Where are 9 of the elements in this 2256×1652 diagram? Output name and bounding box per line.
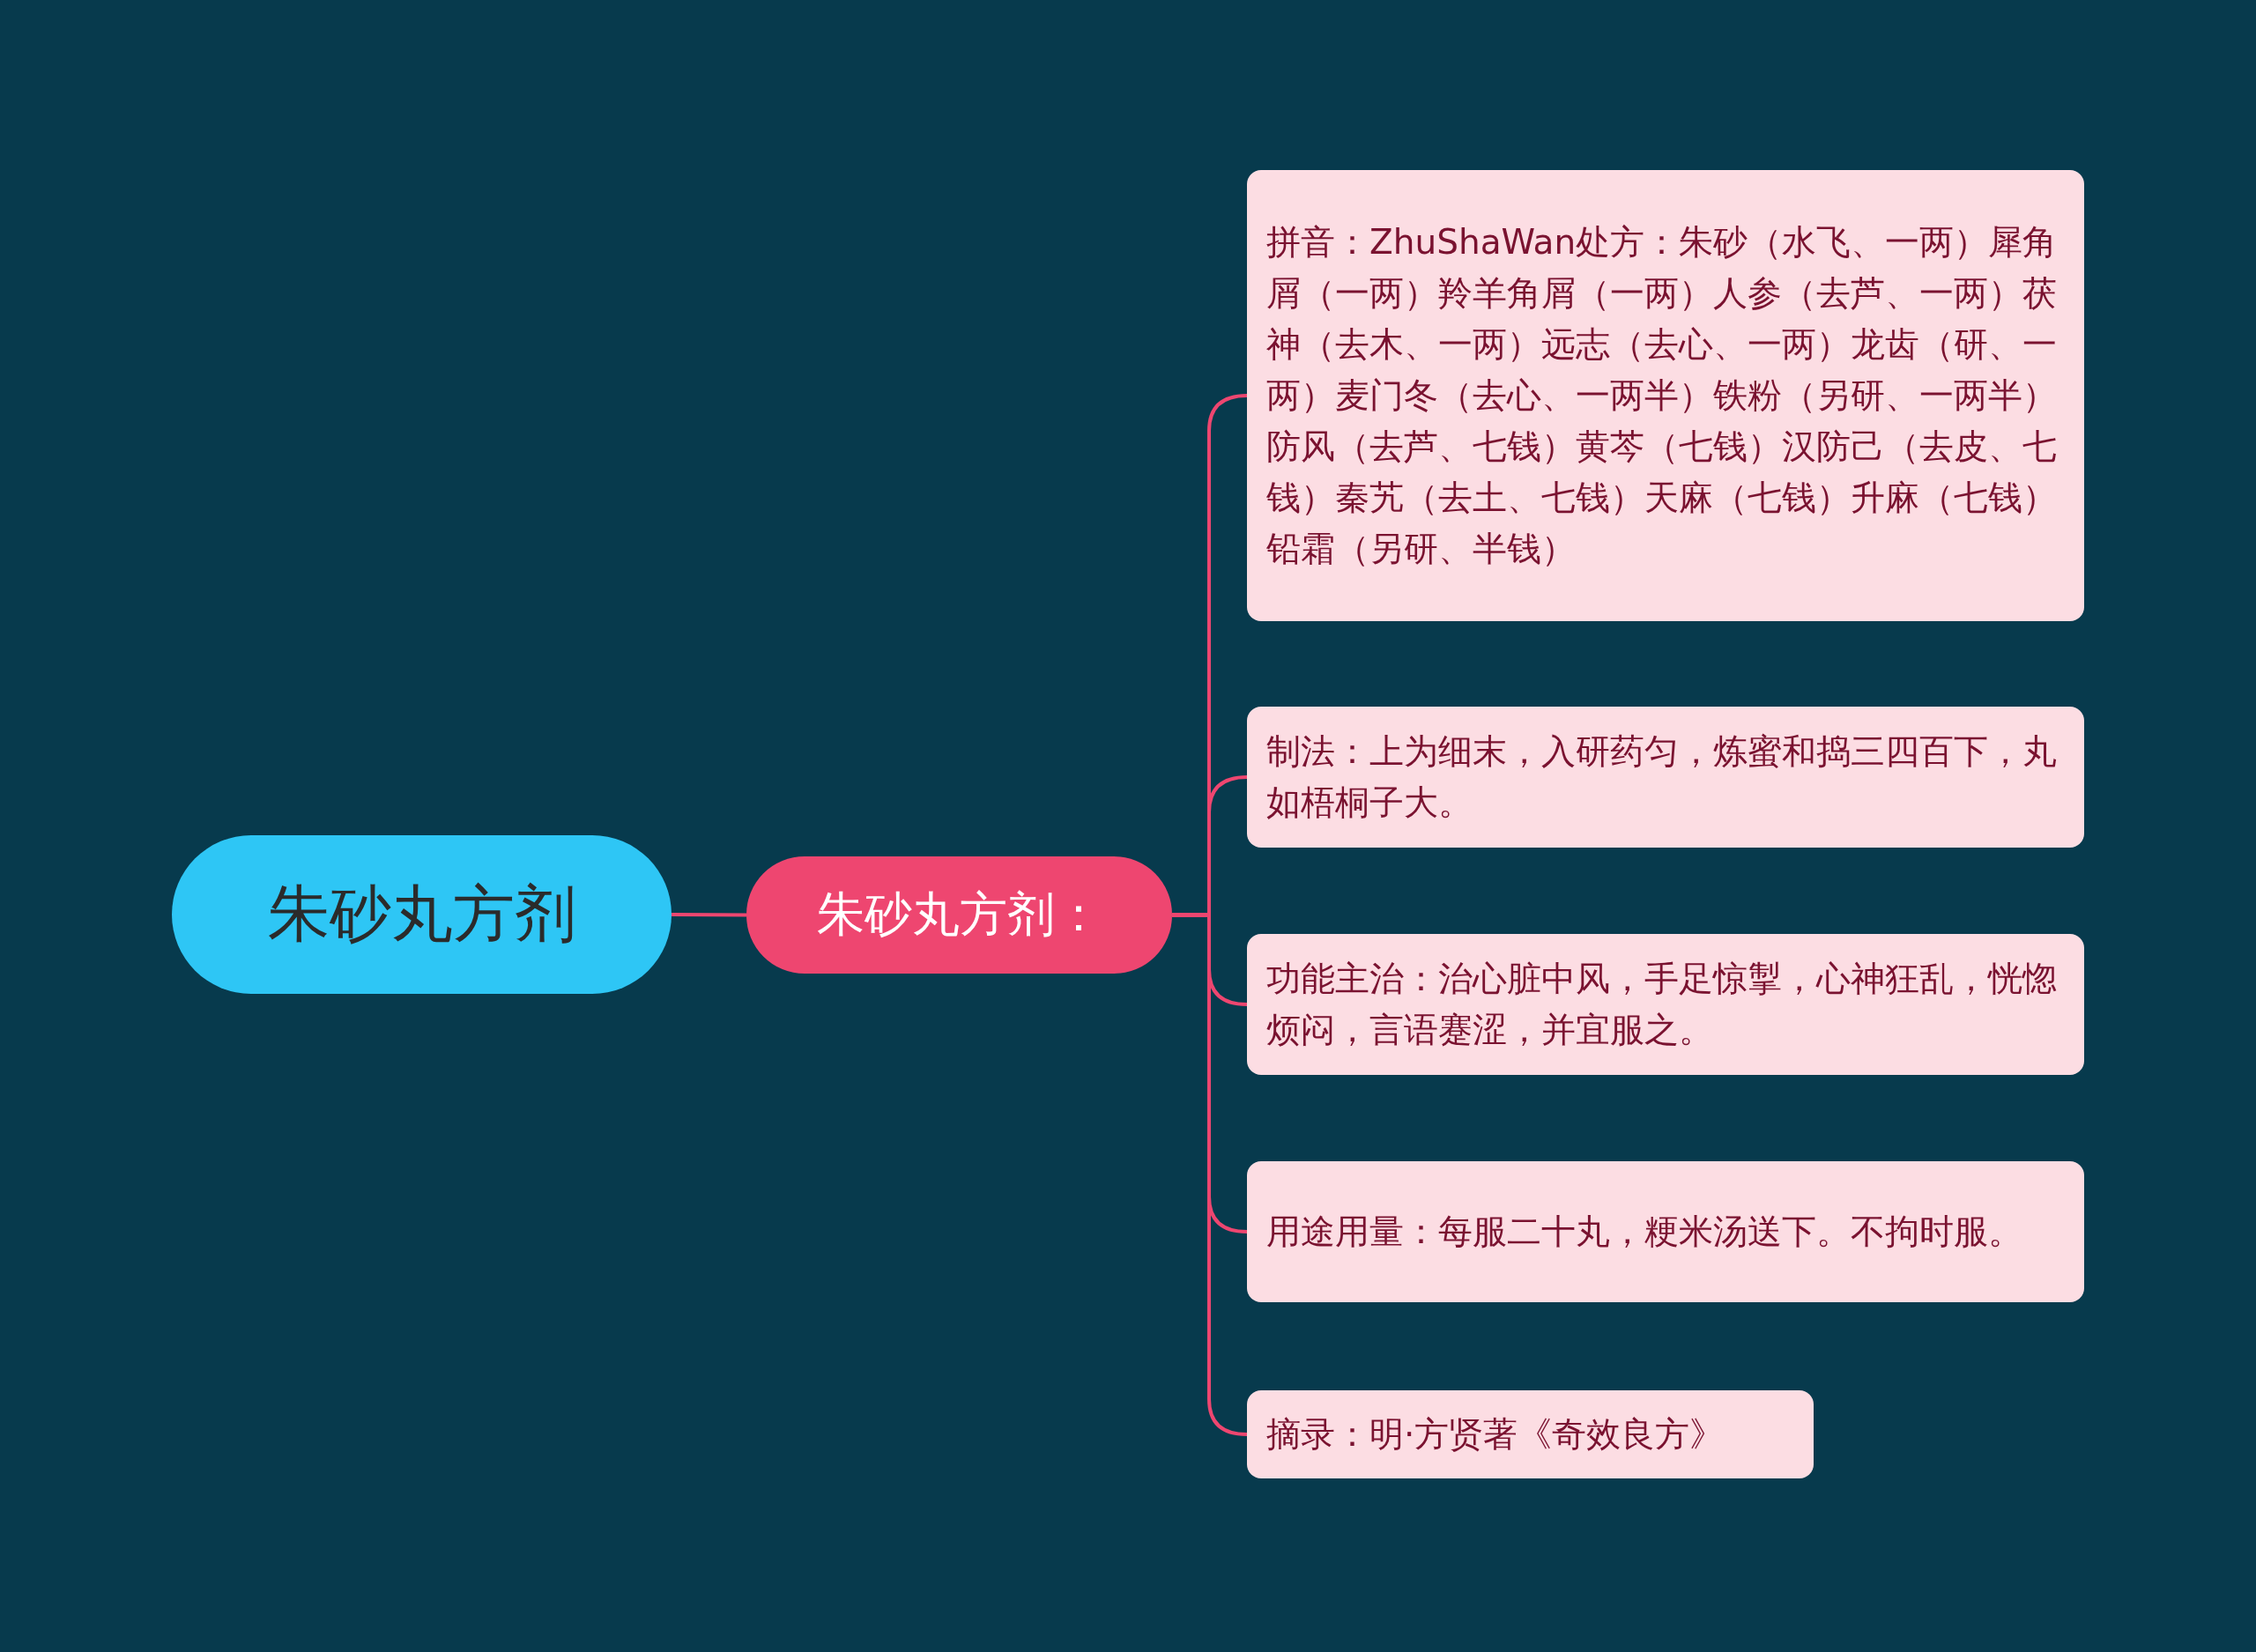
connector-line <box>672 913 746 917</box>
subtopic-pill: 朱砂丸方剂： <box>746 856 1172 974</box>
note-card: 功能主治：治心脏中风，手足惊掣，心神狂乱，恍惚烦闷，言语蹇涩，并宜服之。 <box>1247 934 2084 1075</box>
topic-pill: 朱砂丸方剂 <box>172 835 672 994</box>
connector-line <box>1172 913 1248 1436</box>
note-card: 拼音：ZhuShaWan处方：朱砂（水飞、一两）犀角屑（一两）羚羊角屑（一两）人参（去芦、一两）茯神（去木、一两）远志（去心、一两）龙齿（研、一两）麦门冬（去心、一两半）铁粉（另研、一两半）防风（去芦、七钱）黄芩（七钱）汉防己（去皮、七钱）秦艽（去土、七钱）天麻（七钱）升麻（七钱）铅霜（另研、半钱） <box>1247 170 2084 621</box>
note-card: 用途用量：每服二十丸，粳米汤送下。不拘时服。 <box>1247 1161 2084 1302</box>
note-card: 摘录：明·方贤著《奇效良方》 <box>1247 1390 1814 1478</box>
note-card: 制法：上为细末，入研药匀，炼蜜和捣三四百下，丸如梧桐子大。 <box>1247 707 2084 848</box>
